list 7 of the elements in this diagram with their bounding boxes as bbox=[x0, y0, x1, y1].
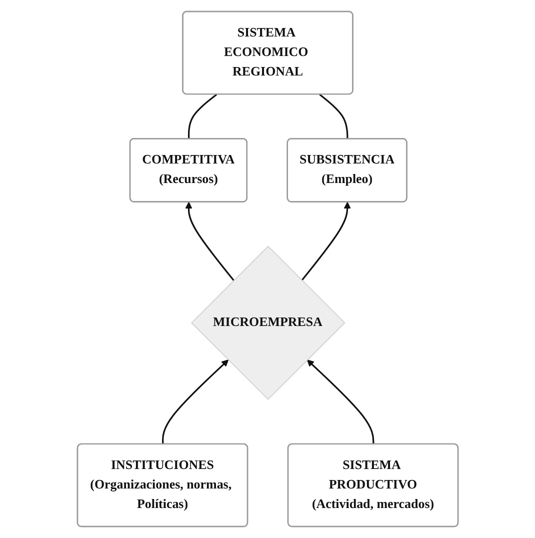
arrow bbox=[162, 360, 228, 444]
connector bbox=[318, 94, 348, 140]
node-diamond: MICROEMPRESA bbox=[190, 246, 346, 400]
arrow bbox=[306, 360, 374, 444]
connector bbox=[188, 94, 217, 140]
arrow bbox=[184, 202, 234, 281]
arrow bbox=[300, 202, 351, 281]
